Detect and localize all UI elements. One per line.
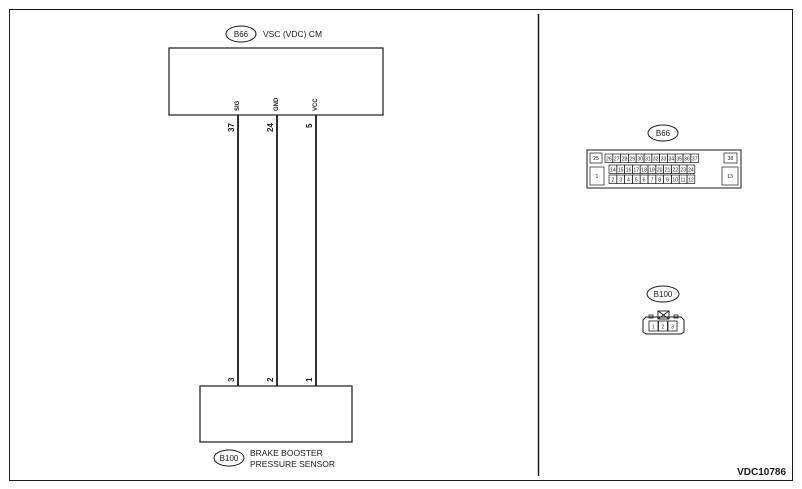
connector-b66-pin: 7: [650, 177, 653, 183]
connector-b100-label: B100: [654, 290, 673, 299]
connector-b66-pin: 4: [627, 177, 630, 183]
connector-b66-pin: 11: [680, 177, 685, 183]
connector-b100-cavity: [648, 320, 659, 332]
connector-b66-pin: 13: [727, 174, 733, 180]
connector-b66-pin: 31: [645, 156, 651, 162]
connector-b66-pin: 21: [665, 167, 671, 173]
module-pin-number: 5: [305, 123, 314, 128]
connector-b66-cavity: [690, 153, 699, 163]
sensor-footer: B100 BRAKE BOOSTER PRESSURE SENSOR: [213, 448, 335, 469]
module-title: VSC (VDC) CM: [263, 29, 322, 39]
connector-b66-housing: [586, 149, 742, 189]
connector-b66-cavity: [589, 152, 603, 164]
connector-b66-pin: 5: [635, 177, 638, 183]
connector-b66-pin: 10: [672, 177, 678, 183]
connector-b66-pin: 17: [633, 167, 639, 173]
connector-b66-pin: 9: [666, 177, 669, 183]
connector-b66-cavity: [686, 174, 696, 184]
connector-b66-pin: 18: [641, 167, 647, 173]
connector-b100-cavity: [658, 320, 668, 332]
connector-b66-badge: [647, 124, 679, 142]
diagram-frame: [9, 9, 793, 481]
connector-b100-pin: 1: [652, 325, 655, 331]
connector-b66-pin: 26: [606, 156, 612, 162]
connector-b66-pin: 32: [653, 156, 659, 162]
module-pin-number: 37: [227, 123, 236, 132]
connector-b100-cavity: [667, 320, 678, 332]
sensor-connector-code: B100: [220, 454, 239, 463]
connector-b66-pin: 15: [618, 167, 624, 173]
connector-b66-pin: 2: [611, 177, 614, 183]
connector-b66-label: B66: [656, 129, 671, 138]
connector-b100-badge: [646, 285, 680, 303]
connector-b66-cavity: [723, 152, 738, 164]
connector-b100-housing: [642, 316, 685, 335]
connector-b66-pin: 33: [661, 156, 667, 162]
connector-b66-pin: 37: [692, 156, 698, 162]
connector-b66-pin: 1: [596, 174, 599, 180]
connector-b66-pin: 6: [643, 177, 646, 183]
connector-b100-lock: [657, 310, 670, 320]
connector-b66-pin: 12: [688, 177, 694, 183]
connector-b66-cavity: [589, 166, 605, 186]
sensor-pin-number: 2: [266, 377, 275, 382]
connector-b66-pin: 22: [672, 167, 678, 173]
sensor-connector-badge: [213, 449, 245, 467]
connector-b66-pin: 27: [614, 156, 620, 162]
sensor-pin-number: 1: [305, 377, 314, 382]
document-id: VDC10786: [737, 467, 786, 478]
sensor-pin-number: 3: [227, 377, 236, 382]
wire-signal-label: GND: [274, 97, 280, 111]
connector-b100-lock-mark: [657, 310, 670, 320]
connector-b66-pin: 23: [680, 167, 686, 173]
connector-b66-pin: 14: [610, 167, 616, 173]
connector-b66-cavity: [686, 164, 696, 174]
module-header: B66 VSC (VDC) CM: [225, 25, 322, 43]
connector-b100: B100 1 2 3: [642, 285, 685, 335]
connector-b66-pin: 29: [629, 156, 635, 162]
wire-signal-label: SIG: [235, 100, 241, 111]
sensor-title-line1: BRAKE BOOSTER: [250, 448, 323, 458]
connector-b66-pin: 30: [637, 156, 643, 162]
connector-b100-tab-left: [648, 314, 654, 319]
connector-b66-pin: 3: [619, 177, 622, 183]
sensor-title-line2: PRESSURE SENSOR: [250, 459, 335, 469]
connector-b66-pin: 24: [688, 167, 694, 173]
sensor-box: [199, 385, 353, 443]
connector-b100-tab-right: [673, 314, 679, 319]
connector-b66-pin: 35: [676, 156, 682, 162]
connector-b100-pin: 2: [662, 325, 665, 331]
connector-b66-pin: 28: [622, 156, 628, 162]
module-pin-number: 24: [266, 123, 275, 132]
connector-b100-pin: 3: [671, 325, 674, 331]
module-connector-badge: [225, 25, 257, 43]
connector-b66-pin: 16: [626, 167, 632, 173]
connector-b66-pin: 34: [668, 156, 674, 162]
wire-signal-label: VCC: [313, 98, 319, 111]
connector-b66-pin: 25: [593, 156, 599, 162]
connector-b66-pin: 36: [684, 156, 690, 162]
connector-b66-pin: 8: [658, 177, 661, 183]
connector-b66-pin: 20: [657, 167, 663, 173]
module-box: [168, 47, 384, 116]
module-connector-code: B66: [234, 30, 249, 39]
connector-b66-pin: 38: [728, 156, 734, 162]
connector-b66-pin: 19: [649, 167, 655, 173]
connector-b66-cavity: [721, 166, 739, 186]
